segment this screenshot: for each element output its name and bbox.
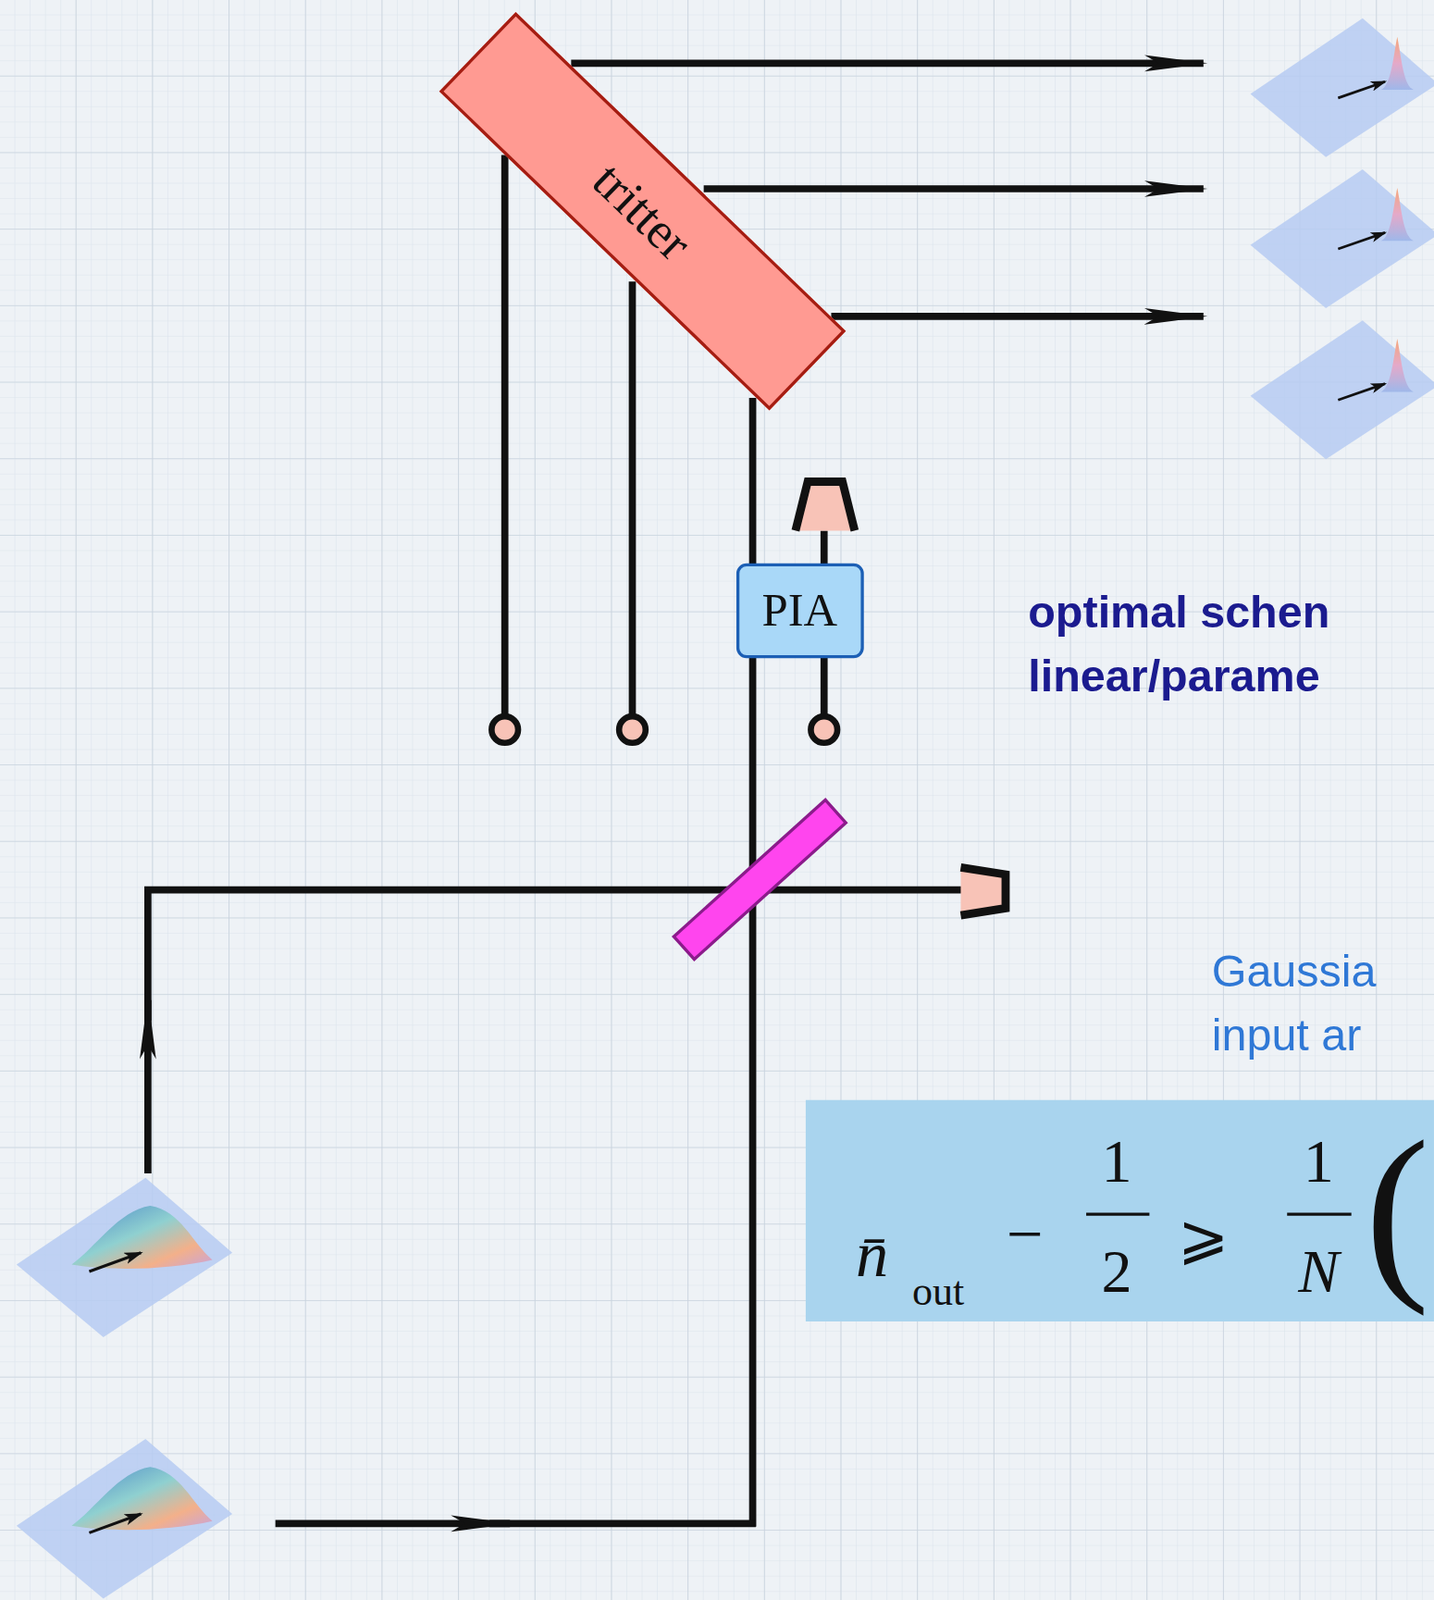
formula-numerator: 1 <box>1277 1130 1360 1192</box>
vacuum-beam <box>629 281 637 716</box>
formula-subscript: out <box>887 1271 989 1312</box>
formula-denominator: N <box>1277 1240 1360 1302</box>
wigner-input <box>16 1177 233 1337</box>
output-beam <box>830 312 1203 321</box>
output-beam <box>570 60 1203 68</box>
formula-paren: ( <box>1364 1112 1431 1307</box>
input-beam <box>144 1000 152 1174</box>
note-text: input ar <box>1211 1012 1362 1058</box>
vacuum-port <box>491 716 519 743</box>
formula-operator: − <box>984 1201 1066 1268</box>
beam-splitter <box>673 799 846 959</box>
wigner-output <box>1250 320 1434 459</box>
detector-outline <box>795 481 855 531</box>
detector <box>795 481 855 531</box>
wigner-output <box>1250 169 1434 309</box>
wigner-output <box>1250 18 1434 158</box>
input-beam <box>275 1519 511 1527</box>
formula-denominator: 2 <box>1075 1240 1158 1302</box>
input-beam <box>489 1519 756 1527</box>
formula-band: n̄out−12⩾1N( <box>805 1100 1434 1322</box>
vacuum-port <box>810 716 838 743</box>
formula-symbol: n̄ <box>826 1222 918 1288</box>
formula-operator: ⩾ <box>1162 1205 1245 1267</box>
vacuum-inputs <box>491 716 838 743</box>
wigner-input <box>16 1438 233 1598</box>
fraction-bar <box>1286 1212 1351 1216</box>
tritter-box: tritter <box>439 12 847 410</box>
output-beam <box>704 185 1204 193</box>
node-label: tritter <box>583 153 701 270</box>
input-beam <box>148 890 965 1021</box>
detector <box>960 866 1006 915</box>
detector-outline <box>960 866 1006 915</box>
note-text: Gaussia <box>1211 949 1377 995</box>
heading-text: optimal schen <box>1027 589 1330 635</box>
heading-text: linear/parame <box>1027 653 1320 699</box>
node-label: PIA <box>761 586 838 634</box>
fraction-bar <box>1086 1212 1150 1216</box>
pia-box: PIA <box>735 562 864 658</box>
formula-numerator: 1 <box>1075 1130 1158 1192</box>
vacuum-beam <box>501 155 509 716</box>
vacuum-port <box>618 716 646 743</box>
